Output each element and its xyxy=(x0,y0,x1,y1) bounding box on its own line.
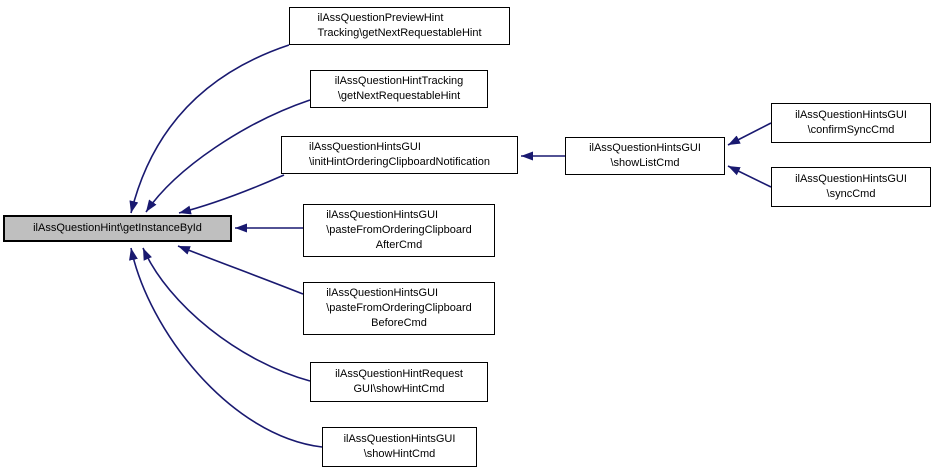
node-label: \getNextRequestableHint xyxy=(337,90,461,102)
node-label: \showListCmd xyxy=(610,157,680,169)
node-label: \syncCmd xyxy=(826,188,876,200)
node-label: Tracking\getNextRequestableHint xyxy=(317,27,482,39)
edge-syncCmd-to-showListCmd xyxy=(727,165,772,188)
edge-initHintOrderingClipboardNotification-to-getInstanceById xyxy=(178,174,285,215)
node-label: ilAssQuestionHintsGUI xyxy=(309,141,421,153)
node-showListCmd[interactable]: ilAssQuestionHintsGUI \showListCmd xyxy=(565,137,725,175)
node-hintsGUI-showHintCmd[interactable]: ilAssQuestionHintsGUI \showHintCmd xyxy=(322,427,477,467)
node-hintTracking-getNextRequestableHint[interactable]: ilAssQuestionHintTracking \getNextReques… xyxy=(310,70,488,108)
node-label: \showHintCmd xyxy=(363,448,436,460)
node-label: ilAssQuestionHintTracking xyxy=(334,75,464,87)
edge-hintRequestGUIshowHintCmd-to-getInstanceById xyxy=(142,247,311,382)
node-label: GUI\showHintCmd xyxy=(353,383,445,395)
node-label: \initHintOrderingClipboardNotification xyxy=(309,156,490,168)
edge-hintsGUIshowHintCmd-to-getInstanceById xyxy=(129,247,323,448)
node-label: ilAssQuestionHintsGUI xyxy=(795,109,907,121)
node-getInstanceById[interactable]: ilAssQuestionHint\getInstanceById xyxy=(3,215,232,242)
node-label: \confirmSyncCmd xyxy=(807,124,895,136)
edge-confirmSyncCmd-to-showListCmd xyxy=(727,122,772,146)
node-pasteFromOrderingClipboardBeforeCmd[interactable]: ilAssQuestionHintsGUI \pasteFromOrdering… xyxy=(303,282,495,335)
node-previewHintTracking-getNextRequestableHint[interactable]: ilAssQuestionPreviewHint Tracking\getNex… xyxy=(289,7,510,45)
node-initHintOrderingClipboardNotification[interactable]: ilAssQuestionHintsGUI \initHintOrderingC… xyxy=(281,136,518,174)
node-label: ilAssQuestionHint\getInstanceById xyxy=(33,222,202,234)
node-hintRequestGUI-showHintCmd[interactable]: ilAssQuestionHintRequest GUI\showHintCmd xyxy=(310,362,488,402)
node-label: AfterCmd xyxy=(375,239,423,251)
node-label: ilAssQuestionHintRequest xyxy=(335,368,463,380)
node-label: ilAssQuestionHintsGUI xyxy=(326,287,439,299)
node-label: ilAssQuestionPreviewHint xyxy=(317,12,444,24)
node-label: BeforeCmd xyxy=(371,317,427,329)
node-confirmSyncCmd[interactable]: ilAssQuestionHintsGUI \confirmSyncCmd xyxy=(771,103,931,143)
node-label: ilAssQuestionHintsGUI xyxy=(326,209,439,221)
node-label: \pasteFromOrderingClipboard xyxy=(326,302,472,314)
node-label: ilAssQuestionHintsGUI xyxy=(589,142,701,154)
node-label: \pasteFromOrderingClipboard xyxy=(326,224,472,236)
edge-previewHintTracking-to-getInstanceById xyxy=(129,44,290,214)
node-label: ilAssQuestionHintsGUI xyxy=(795,173,907,185)
node-label: ilAssQuestionHintsGUI xyxy=(343,433,456,445)
edge-pasteFromOrderingClipboardBeforeCmd-to-getInstanceById xyxy=(177,245,304,295)
edge-hintTracking-to-getInstanceById xyxy=(145,99,311,213)
node-pasteFromOrderingClipboardAfterCmd[interactable]: ilAssQuestionHintsGUI \pasteFromOrdering… xyxy=(303,204,495,257)
node-syncCmd[interactable]: ilAssQuestionHintsGUI \syncCmd xyxy=(771,167,931,207)
